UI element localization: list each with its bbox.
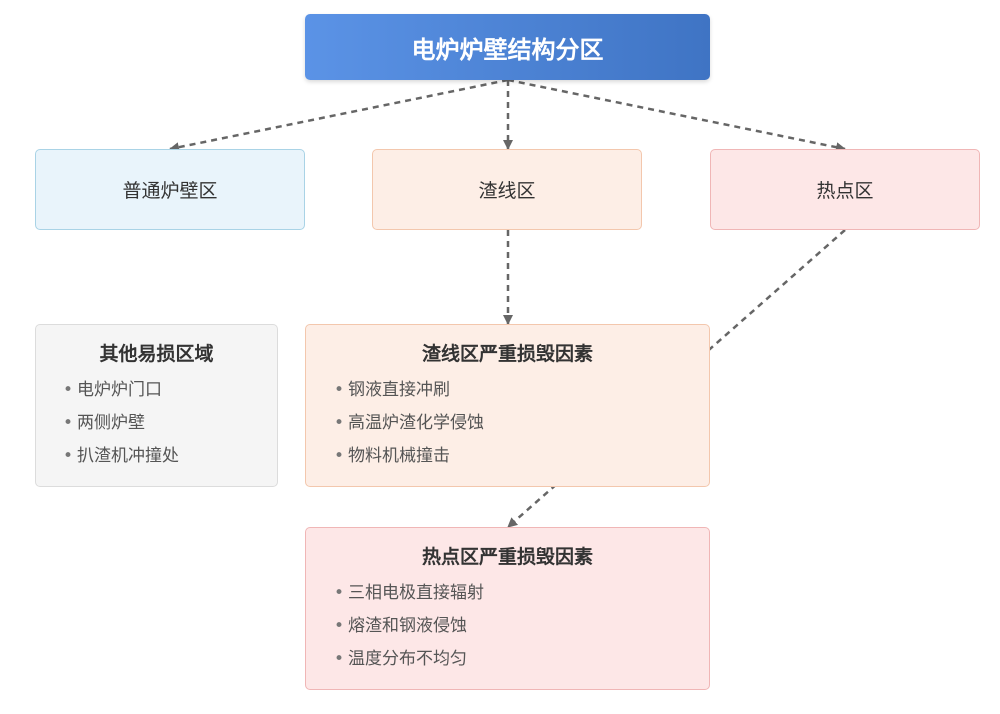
zone-normal-wall: 普通炉壁区 (35, 149, 305, 230)
bullet-icon: • (334, 583, 345, 603)
list-item: •两侧炉壁 (63, 407, 277, 440)
bullet-icon: • (63, 380, 74, 400)
list-item: •高温炉渣化学侵蚀 (334, 407, 709, 440)
list-item: •三相电极直接辐射 (334, 577, 709, 610)
zone-normal-wall-label: 普通炉壁区 (122, 180, 218, 202)
zone-slag-line-label: 渣线区 (478, 180, 536, 202)
zone-slag-line: 渣线区 (372, 149, 642, 230)
bullet-icon: • (334, 649, 345, 669)
bullet-icon: • (63, 446, 74, 466)
hot-spot-damage-factors-heading: 热点区严重损毁因素 (421, 546, 593, 568)
bullet-icon: • (334, 616, 345, 636)
list-item: •钢液直接冲刷 (334, 374, 709, 407)
zone-hot-spot: 热点区 (710, 149, 980, 230)
slag-damage-factors-card: 渣线区严重损毁因素 •钢液直接冲刷 •高温炉渣化学侵蚀 •物料机械撞击 (305, 324, 710, 487)
other-vulnerable-areas-heading: 其他易损区域 (99, 343, 214, 365)
other-vulnerable-areas-card: 其他易损区域 •电炉炉门口 •两侧炉壁 •扒渣机冲撞处 (35, 324, 278, 487)
list-item: •温度分布不均匀 (334, 643, 709, 676)
list-item: •物料机械撞击 (334, 440, 709, 473)
list-item: •扒渣机冲撞处 (63, 440, 277, 473)
bullet-icon: • (334, 446, 345, 466)
list-item: •电炉炉门口 (63, 374, 277, 407)
list-item: •熔渣和钢液侵蚀 (334, 610, 709, 643)
slag-damage-factors-list: •钢液直接冲刷 •高温炉渣化学侵蚀 •物料机械撞击 (306, 374, 709, 473)
diagram-title-text: 电炉炉壁结构分区 (411, 35, 604, 64)
diagram-title: 电炉炉壁结构分区 (305, 14, 710, 80)
bullet-icon: • (63, 413, 74, 433)
hot-spot-damage-factors-list: •三相电极直接辐射 •熔渣和钢液侵蚀 •温度分布不均匀 (306, 577, 709, 676)
bullet-icon: • (334, 413, 345, 433)
other-vulnerable-areas-list: •电炉炉门口 •两侧炉壁 •扒渣机冲撞处 (36, 374, 277, 473)
bullet-icon: • (334, 380, 345, 400)
arrow-title-to-normal (169, 78, 509, 153)
hot-spot-damage-factors-card: 热点区严重损毁因素 •三相电极直接辐射 •熔渣和钢液侵蚀 •温度分布不均匀 (305, 527, 710, 690)
slag-damage-factors-heading: 渣线区严重损毁因素 (421, 343, 593, 365)
arrow-title-to-hot (507, 78, 846, 153)
zone-hot-spot-label: 热点区 (816, 180, 874, 202)
